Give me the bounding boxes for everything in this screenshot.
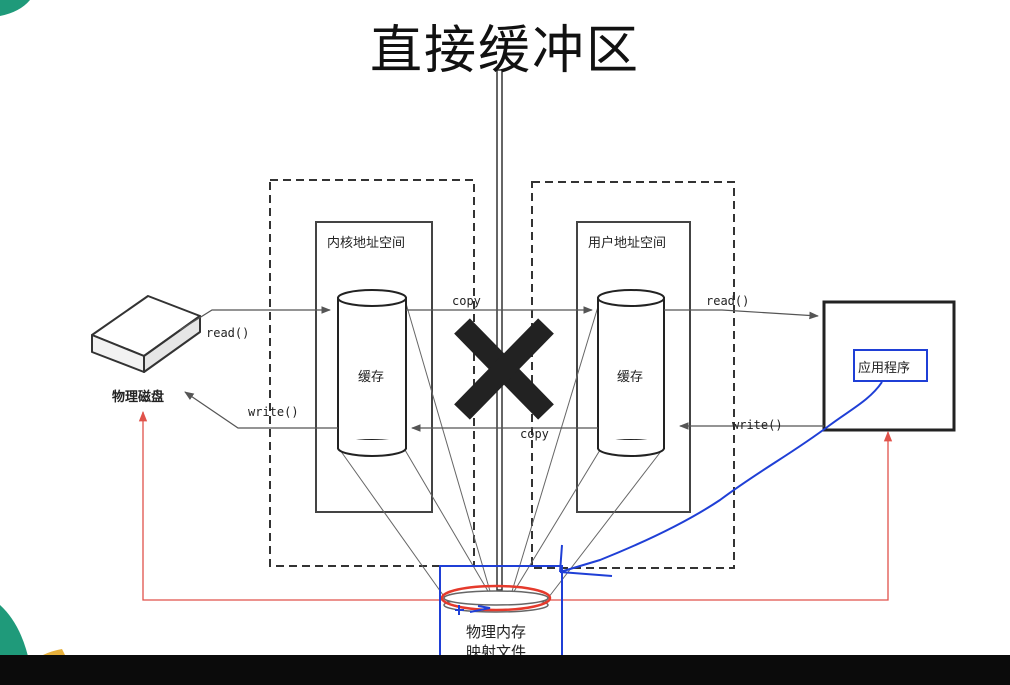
- center-divider: [496, 69, 503, 591]
- kernel-cache-label: 缓存: [358, 370, 385, 385]
- user-space-box: [576, 221, 691, 513]
- annotation-arrowhead-blue: [559, 544, 613, 577]
- cross-icon: [454, 318, 554, 420]
- mapped-file-disk: [440, 584, 552, 613]
- user-dashed-box: [531, 181, 735, 569]
- kernel-space-label: 内核地址空间: [327, 236, 406, 251]
- page-title: 直接缓冲区: [369, 21, 640, 81]
- disk-label: 物理磁盘: [112, 390, 165, 405]
- disk-icon: [91, 295, 201, 373]
- arrow-disk-read: [179, 306, 331, 331]
- application-label: 应用程序: [858, 361, 911, 376]
- bottom-black-bar: [0, 655, 1010, 685]
- user-cache-cylinder: [597, 289, 665, 457]
- label-disk-write: write(): [248, 405, 299, 419]
- label-copy-top: copy: [452, 294, 481, 308]
- annotation-arrow-blue: [559, 381, 883, 573]
- label-app-write: write(): [732, 418, 783, 432]
- mapped-file-label-line1: 物理内存: [466, 623, 527, 641]
- label-copy-bottom: copy: [520, 427, 549, 441]
- red-arrow-to-disk: [138, 410, 442, 601]
- arrow-app-read: [664, 309, 819, 320]
- arrow-disk-write: [184, 391, 338, 429]
- application-box: [822, 300, 956, 432]
- annotation-mark-blue: [455, 605, 491, 615]
- kernel-cache-cylinder: [337, 289, 407, 457]
- annotation-box-app: [853, 349, 928, 382]
- mapping-lines: [339, 299, 663, 603]
- corner-decoration-top-left: [0, 0, 30, 16]
- user-space-label: 用户地址空间: [588, 236, 667, 251]
- kernel-dashed-box: [269, 179, 475, 567]
- red-arrow-to-app: [550, 430, 893, 601]
- user-cache-label: 缓存: [617, 370, 644, 385]
- kernel-space-box: [315, 221, 433, 513]
- label-disk-read: read(): [206, 326, 250, 340]
- label-app-read: read(): [706, 294, 750, 308]
